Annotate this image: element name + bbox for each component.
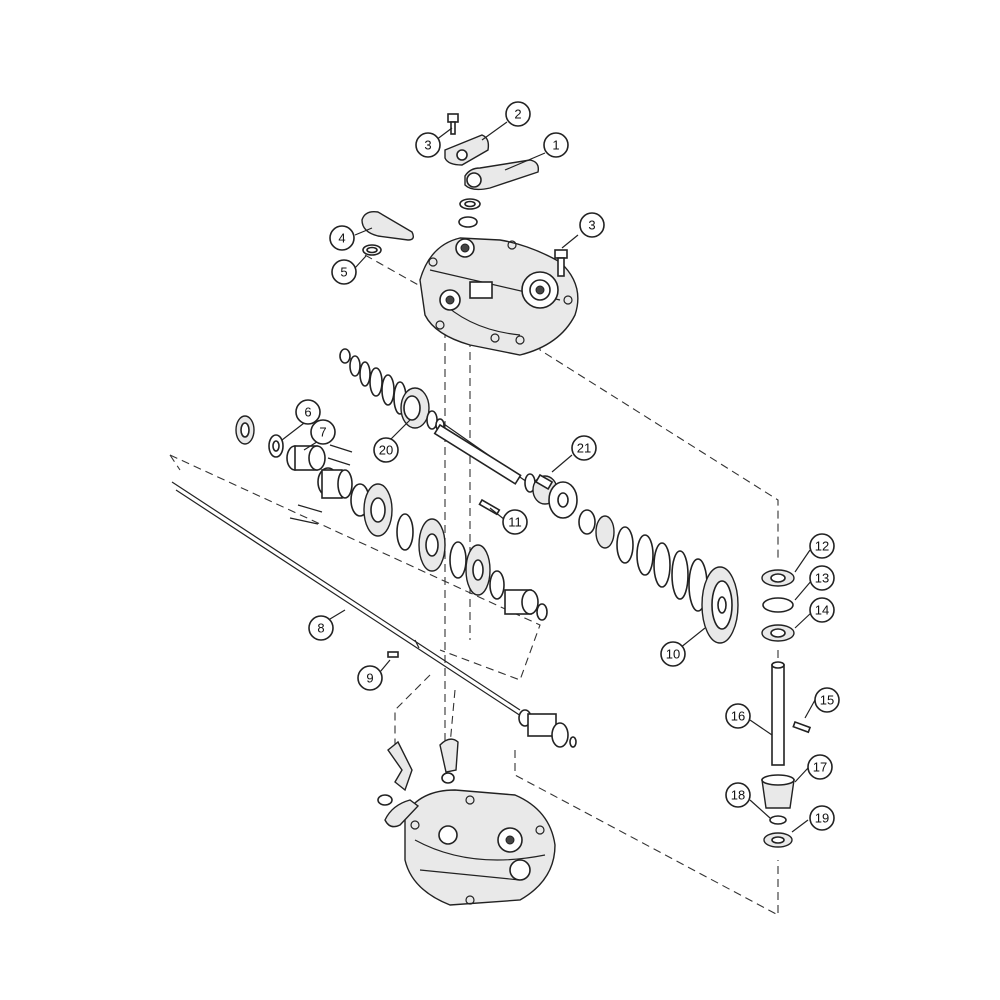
callout-6: 6 xyxy=(295,399,321,425)
callout-19: 19 xyxy=(809,805,835,831)
callout-21: 21 xyxy=(571,435,597,461)
lower-gear-stack xyxy=(235,415,548,621)
callout-20-label: 20 xyxy=(379,443,393,458)
main-shaft xyxy=(171,481,577,748)
pins xyxy=(387,473,812,734)
callout-4-label: 4 xyxy=(338,231,345,246)
callout-10: 10 xyxy=(660,641,686,667)
callout-2: 2 xyxy=(505,101,531,127)
callout-18: 18 xyxy=(725,782,751,808)
upper-housing-cover xyxy=(419,237,579,356)
callout-13-label: 13 xyxy=(815,571,829,586)
lower-housing xyxy=(377,738,556,906)
leader-lines xyxy=(281,121,816,833)
callout-7-label: 7 xyxy=(319,425,326,440)
callout-8: 8 xyxy=(308,615,334,641)
callout-9: 9 xyxy=(357,665,383,691)
callout-1: 1 xyxy=(543,132,569,158)
callout-15-label: 15 xyxy=(820,693,834,708)
callout-11-label: 11 xyxy=(508,515,522,530)
callout-1-label: 1 xyxy=(552,138,559,153)
callout-13: 13 xyxy=(809,565,835,591)
callout-5: 5 xyxy=(331,259,357,285)
callout-10-label: 10 xyxy=(666,647,680,662)
callout-16: 16 xyxy=(725,703,751,729)
mid-gear-stack xyxy=(578,509,739,644)
callout-6-label: 6 xyxy=(304,405,311,420)
callout-14-label: 14 xyxy=(815,603,829,618)
callout-12: 12 xyxy=(809,533,835,559)
callout-4: 4 xyxy=(329,225,355,251)
callout-3-top-label: 3 xyxy=(424,138,431,153)
callout-11: 11 xyxy=(502,509,528,535)
callout-9-label: 9 xyxy=(366,671,373,686)
callout-21-label: 21 xyxy=(577,441,591,456)
upper-gear-stack xyxy=(339,348,578,519)
callout-19-label: 19 xyxy=(815,811,829,826)
callout-17: 17 xyxy=(807,754,833,780)
callout-15: 15 xyxy=(814,687,840,713)
callout-8-label: 8 xyxy=(317,621,324,636)
output-shaft-assembly xyxy=(761,569,795,848)
callout-3-top: 3 xyxy=(415,132,441,158)
callout-14: 14 xyxy=(809,597,835,623)
callout-7: 7 xyxy=(310,419,336,445)
callout-20: 20 xyxy=(373,437,399,463)
callout-16-label: 16 xyxy=(731,709,745,724)
callout-3-right: 3 xyxy=(579,212,605,238)
callout-3-right-label: 3 xyxy=(588,218,595,233)
callout-2-label: 2 xyxy=(514,107,521,122)
callout-18-label: 18 xyxy=(731,788,745,803)
callout-17-label: 17 xyxy=(813,760,827,775)
assembly-guide-lines xyxy=(169,254,779,916)
callout-12-label: 12 xyxy=(815,539,829,554)
callout-5-label: 5 xyxy=(340,265,347,280)
